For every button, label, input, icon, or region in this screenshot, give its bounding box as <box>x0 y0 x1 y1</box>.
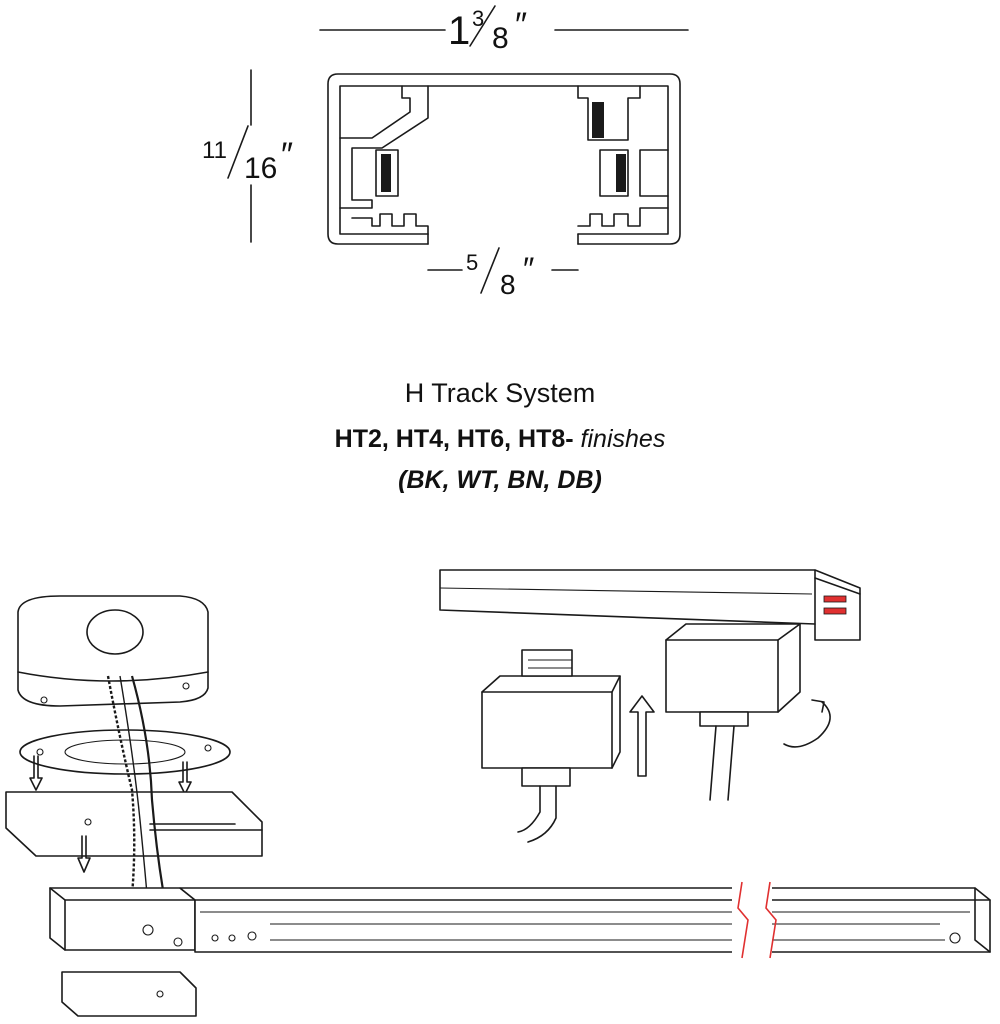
break-line-icon-2 <box>765 881 777 959</box>
opening-fraction-denominator: 8 <box>500 269 516 300</box>
adapter-head-right-top <box>665 623 801 641</box>
canopy-knockout-hole <box>86 609 144 655</box>
right-middle-wall <box>639 149 669 197</box>
product-title: H Track System <box>404 378 596 408</box>
height-dimension: 11 16 ″ <box>202 69 293 243</box>
upper-track-groove <box>439 587 813 595</box>
bracket-screw-icon <box>77 835 91 873</box>
terminal-screw-2 <box>173 937 183 947</box>
adapter-stem-left <box>517 785 557 843</box>
adapter-contact-ridges <box>528 659 572 669</box>
rotate-arrow-icon <box>783 701 831 748</box>
track-profile <box>327 73 681 245</box>
canopy-screw-left <box>40 696 48 704</box>
right-lower-flange <box>577 207 669 227</box>
opening-inch-mark: ″ <box>523 251 534 287</box>
adapter-head-right <box>665 639 779 713</box>
track-break-gap <box>732 882 772 958</box>
arrow-up-icon <box>629 695 655 777</box>
height-fraction-denominator: 16 <box>244 152 277 185</box>
bracket-hole <box>84 818 92 826</box>
finishes-label: finishes <box>580 425 666 453</box>
width-fraction-numerator: 3 <box>472 6 484 31</box>
track-head-assembly <box>439 569 861 843</box>
terminal-screw <box>142 924 154 936</box>
height-fraction-slash <box>227 125 249 179</box>
ring-hole-right <box>204 744 212 752</box>
right-lower-chamber <box>599 149 629 197</box>
break-line-icon <box>737 881 749 959</box>
mounting-ring-outer <box>19 729 231 775</box>
right-upper-chamber <box>577 85 641 141</box>
left-conductor-slot <box>375 149 399 197</box>
live-end-connector <box>49 887 196 951</box>
upper-track-body <box>439 569 861 641</box>
mounting-ring-inner <box>64 739 186 765</box>
upper-track-conductor-top <box>823 595 847 603</box>
width-fraction-denominator: 8 <box>492 22 509 55</box>
upper-track-conductor-bottom <box>823 607 847 615</box>
width-dimension: 1 3 8 ″ <box>319 5 689 55</box>
adapter-head-left-top <box>481 675 621 693</box>
track-hole-2 <box>228 934 236 942</box>
track-body <box>179 887 991 953</box>
height-inch-mark: ″ <box>281 136 293 174</box>
canopy-rim <box>17 671 209 682</box>
cover-plate-hole <box>156 990 164 998</box>
opening-dimension: 5 8 ″ <box>427 247 579 300</box>
right-lower-conductor <box>616 154 626 192</box>
width-fraction-slash <box>469 5 496 47</box>
left-lower-flange <box>351 213 429 235</box>
junction-box-canopy <box>17 595 209 707</box>
track-section <box>49 881 991 1017</box>
canopy-screw-right <box>182 682 190 690</box>
model-numbers: HT2, HT4, HT6, HT8- <box>334 425 574 453</box>
opening-fraction-slash <box>480 247 500 294</box>
finish-codes: (BK, WT, BN, DB) <box>398 466 602 494</box>
model-line: HT2, HT4, HT6, HT8- finishes <box>0 425 1000 454</box>
adapter-head-left-side <box>611 675 621 769</box>
adapter-stem-right <box>709 725 735 801</box>
adapter-head-right-side <box>777 623 801 713</box>
profile-inner-wall <box>339 85 669 235</box>
track-hole-1 <box>211 934 219 942</box>
track-screw-1 <box>247 931 257 941</box>
adapter-collar-left <box>521 767 571 787</box>
adapter-contact-left <box>521 649 573 677</box>
adapter-head-left <box>481 691 613 769</box>
opening-fraction-numerator: 5 <box>466 250 478 275</box>
adapter-collar-right <box>699 711 749 727</box>
ring-hole-left <box>36 748 44 756</box>
width-whole-number: 1 <box>448 9 470 53</box>
end-cover-plate <box>61 971 197 1017</box>
right-upper-conductor <box>592 102 604 138</box>
left-chamber-wall <box>339 85 429 209</box>
rotate-arrow-head <box>811 699 825 713</box>
profile-outer-wall <box>327 73 681 245</box>
track-end-screw <box>949 932 961 944</box>
mounting-screw-left-icon <box>29 755 43 791</box>
height-fraction-numerator: 11 <box>202 137 227 164</box>
left-upper-web <box>339 85 411 139</box>
track-end-edge <box>974 887 991 953</box>
left-conductor <box>381 154 391 192</box>
upper-track-end-profile <box>814 577 861 595</box>
width-inch-mark: ″ <box>515 6 527 44</box>
